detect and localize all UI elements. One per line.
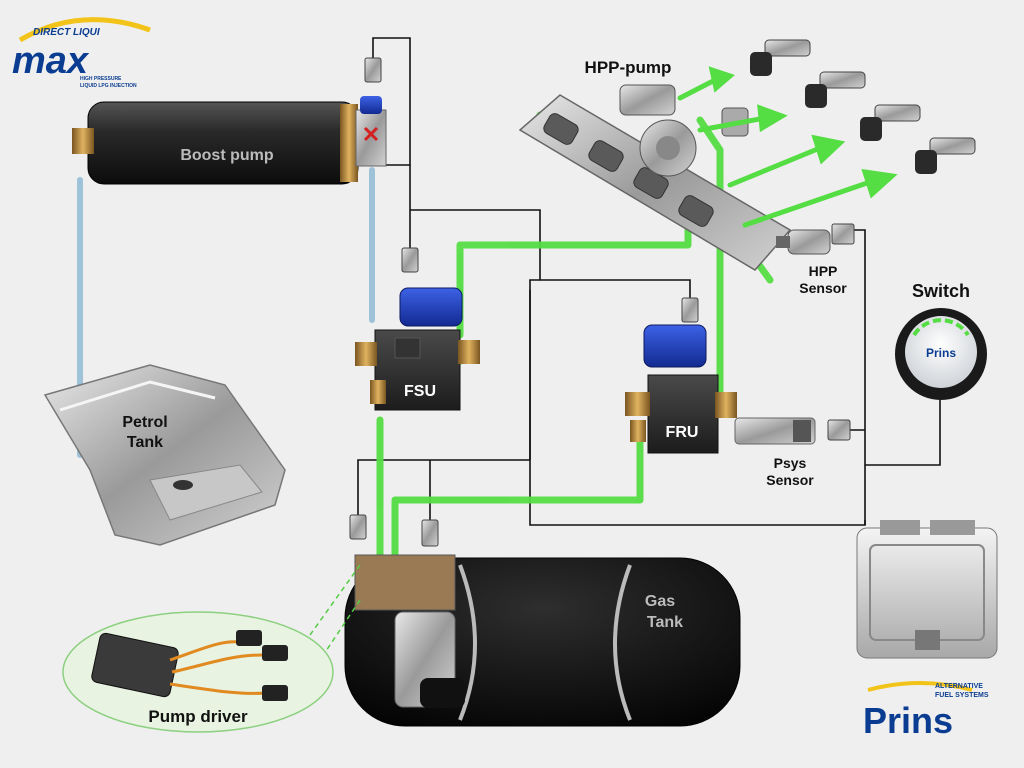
signal-wiring xyxy=(357,37,941,526)
psys-sensor-label: Sensor xyxy=(766,472,814,488)
ecu-unit xyxy=(856,520,998,659)
svg-text:ALTERNATIVE: ALTERNATIVE xyxy=(935,683,983,690)
switch-label: Switch xyxy=(912,281,970,301)
fsu-unit xyxy=(355,287,480,411)
petrol-tank xyxy=(43,364,286,546)
hpp-sensor-label: Sensor xyxy=(799,280,847,296)
prins-logo: ALTERNATIVE FUEL SYSTEMS Prins xyxy=(863,681,989,741)
psys-sensor-label: Psys xyxy=(774,455,807,471)
gas-tank-label: Tank xyxy=(647,614,683,631)
svg-text:LIQUID LPG INJECTION: LIQUID LPG INJECTION xyxy=(80,83,137,89)
boost-pump-label: Boost pump xyxy=(180,147,274,164)
fsu-label: FSU xyxy=(404,383,436,400)
hpp-sensor xyxy=(776,229,831,255)
fru-unit xyxy=(625,324,737,454)
gas-tank-label: Gas xyxy=(645,593,675,610)
svg-text:max: max xyxy=(12,40,90,82)
hpp-pump-label: HPP-pump xyxy=(585,58,672,77)
fuel-switch[interactable] xyxy=(895,308,987,400)
boost-pump xyxy=(72,96,387,185)
pump-driver-callout xyxy=(62,564,361,733)
wire-connector xyxy=(349,57,855,547)
svg-text:FUEL SYSTEMS: FUEL SYSTEMS xyxy=(935,692,989,699)
petrol-tank-label: Tank xyxy=(127,434,163,451)
pump-driver-label: Pump driver xyxy=(148,707,248,726)
svg-text:Prins: Prins xyxy=(863,700,953,741)
svg-text:DIRECT LIQUI: DIRECT LIQUI xyxy=(33,27,100,38)
svg-text:HIGH PRESSURE: HIGH PRESSURE xyxy=(80,76,122,82)
injector xyxy=(750,39,976,174)
switch-brand-label: Prins xyxy=(926,346,956,360)
fuel-rail-manifold xyxy=(518,84,792,271)
petrol-tank-label: Petrol xyxy=(122,414,167,431)
gas-tank xyxy=(344,554,741,727)
fru-label: FRU xyxy=(666,424,699,441)
close-icon xyxy=(363,126,379,142)
injector-flow-arrows xyxy=(677,66,898,228)
direct-liquimax-logo: DIRECT LIQUI max HIGH PRESSURE LIQUID LP… xyxy=(12,17,151,89)
hpp-sensor-label: HPP xyxy=(809,263,838,279)
psys-sensor xyxy=(734,417,816,445)
